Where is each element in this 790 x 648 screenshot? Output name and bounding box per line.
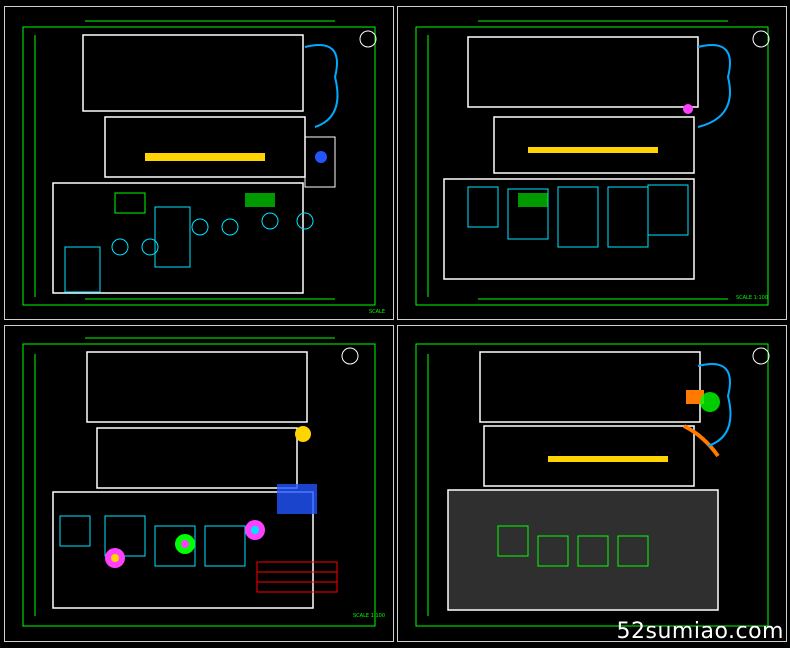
floor-plan-drawing: [415, 343, 770, 627]
sheet-top-right: SCALE 1:100: [397, 6, 787, 320]
scale-label: SCALE: [368, 309, 385, 315]
sheet-bottom-left: SCALE 1:100: [4, 325, 394, 642]
scale-label: SCALE 1:100: [735, 295, 768, 301]
scale-label: SCALE 1:100: [353, 613, 386, 619]
floor-plan-drawing: [415, 20, 770, 306]
sheet-top-left: SCALE: [4, 6, 394, 320]
sheet-bottom-right: [397, 325, 787, 642]
floor-plan-drawing: [22, 337, 376, 627]
watermark: 52sumiao.com: [616, 619, 784, 644]
floor-plan-drawing: [22, 20, 377, 306]
